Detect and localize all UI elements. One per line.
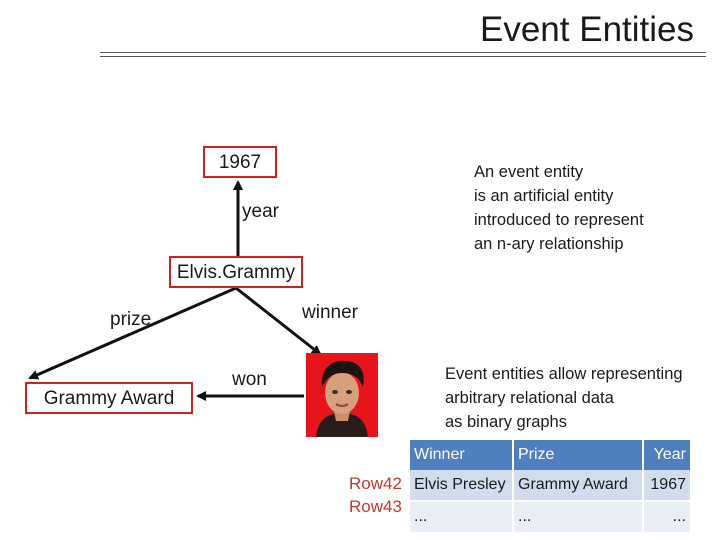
table-row: Elvis Presley Grammy Award 1967: [410, 470, 690, 501]
relational-table: Winner Prize Year Elvis Presley Grammy A…: [410, 440, 690, 532]
edge-label-prize: prize: [110, 309, 152, 330]
node-event-entity: Elvis.Grammy: [169, 256, 303, 288]
note2-line2: arbitrary relational data: [445, 389, 614, 407]
note2-line3: as binary graphs: [445, 413, 567, 431]
table-header-row: Winner Prize Year: [410, 440, 690, 470]
edge-label-winner: winner: [302, 302, 358, 323]
edge-label-won: won: [232, 369, 267, 390]
table-cell: ...: [512, 500, 643, 532]
note2-line1: Event entities allow representing: [445, 365, 683, 383]
table-cell: ...: [410, 500, 513, 532]
note1-line4: an n-ary relationship: [474, 235, 624, 253]
slide-title: Event Entities: [480, 10, 694, 49]
table-header-winner: Winner: [410, 440, 513, 470]
note1-term: event entity: [498, 163, 584, 181]
table-cell: Elvis Presley: [410, 470, 513, 501]
note1-prefix: An: [474, 163, 499, 181]
table-row: ... ... ...: [410, 500, 690, 532]
elvis-portrait-image: [306, 353, 378, 437]
title-underline-top: [100, 52, 706, 53]
edge-prize: [28, 286, 237, 380]
row-label: Row42: [349, 474, 402, 493]
edge-winner: [235, 286, 322, 356]
table-cell: 1967: [642, 470, 690, 501]
edge-label-year: year: [242, 201, 279, 222]
table-header-prize: Prize: [512, 440, 643, 470]
table-cell: ...: [642, 500, 690, 532]
node-prize-value: Grammy Award: [25, 382, 193, 414]
note1-line3: introduced to represent: [474, 211, 644, 229]
event-entity-definition: An event entity is an artificial entity …: [474, 160, 644, 256]
title-underline-bottom: [100, 56, 706, 57]
binary-graphs-note: Event entities allow representing arbitr…: [445, 362, 683, 434]
note1-line2: is an artificial entity: [474, 187, 614, 205]
node-year-value: 1967: [203, 146, 277, 178]
row-label: Row43: [349, 497, 402, 516]
table-cell: Grammy Award: [512, 470, 643, 501]
table-header-year: Year: [642, 440, 690, 470]
